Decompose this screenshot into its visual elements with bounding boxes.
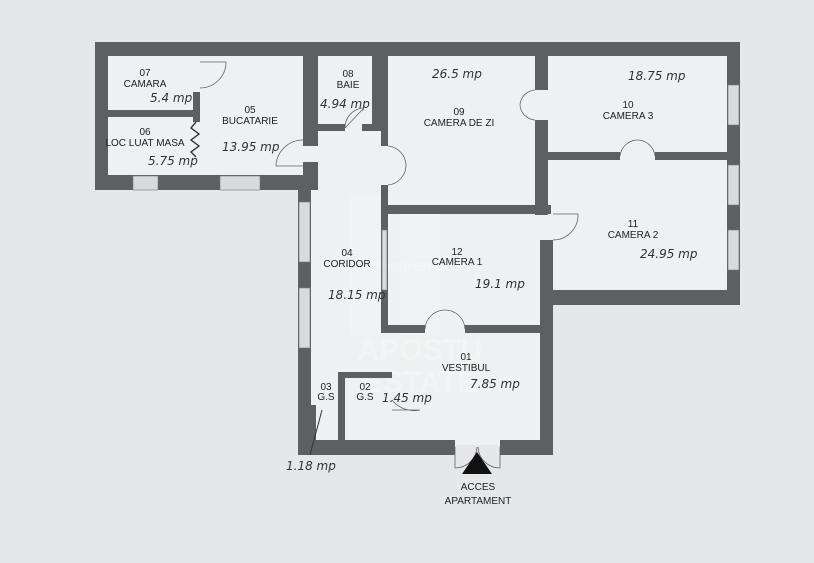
svg-text:12: 12 <box>451 247 463 258</box>
window <box>727 229 740 271</box>
svg-text:07: 07 <box>139 68 151 79</box>
svg-text:10: 10 <box>622 100 634 111</box>
svg-text:08: 08 <box>342 69 354 80</box>
svg-text:01: 01 <box>460 352 472 363</box>
svg-text:02: 02 <box>359 382 371 393</box>
window <box>381 229 388 291</box>
room-05: 05 BUCATARIE 13.95 mp <box>222 105 280 154</box>
room-12: 12 CAMERA 1 19.1 mp <box>432 247 526 291</box>
svg-text:CAMERA DE ZI: CAMERA DE ZI <box>424 118 495 129</box>
svg-text:09: 09 <box>453 107 465 118</box>
svg-text:VESTIBUL: VESTIBUL <box>442 363 491 374</box>
arrow-icon <box>309 409 323 456</box>
window <box>298 287 311 349</box>
svg-text:CORIDOR: CORIDOR <box>323 259 370 270</box>
svg-text:APOSTU ESTATE: APOSTU ESTATE <box>369 262 452 273</box>
svg-text:18.75 mp: 18.75 mp <box>628 69 686 83</box>
room-09: 09 CAMERA DE ZI 26.5 mp <box>424 67 495 129</box>
svg-text:18.15 mp: 18.15 mp <box>328 288 386 302</box>
svg-text:ESTATE: ESTATE <box>363 366 477 399</box>
svg-text:APOSTU: APOSTU <box>357 334 482 367</box>
room-02: 02 G.S 1.45 mp <box>356 382 432 405</box>
svg-text:03: 03 <box>320 382 332 393</box>
svg-text:06: 06 <box>139 127 151 138</box>
svg-text:5.4 mp: 5.4 mp <box>150 91 193 105</box>
svg-text:04: 04 <box>341 248 353 259</box>
room-04: 04 CORIDOR 18.15 mp <box>323 248 385 302</box>
room-10: 10 CAMERA 3 18.75 mp <box>603 69 686 122</box>
svg-text:24.95 mp: 24.95 mp <box>640 247 698 261</box>
window <box>132 175 159 191</box>
doors <box>189 61 656 469</box>
svg-text:CAMERA 2: CAMERA 2 <box>608 230 659 241</box>
svg-text:26.5 mp: 26.5 mp <box>432 67 482 81</box>
room-08: 08 BAIE 4.94 mp <box>320 69 370 111</box>
svg-text:1.45 mp: 1.45 mp <box>382 391 432 405</box>
svg-text:BUCATARIE: BUCATARIE <box>222 116 278 127</box>
svg-text:CAMERA 1: CAMERA 1 <box>432 257 483 268</box>
svg-text:ACCES: ACCES <box>461 482 496 493</box>
svg-text:13.95 mp: 13.95 mp <box>222 140 280 154</box>
svg-text:G.S: G.S <box>317 392 335 403</box>
room-03: 03 G.S 1.18 mp <box>286 382 336 473</box>
svg-text:LOC LUAT MASA: LOC LUAT MASA <box>105 138 184 149</box>
room-06: 06 LOC LUAT MASA 5.75 mp <box>105 127 198 168</box>
svg-text:7.85 mp: 7.85 mp <box>470 377 520 391</box>
svg-text:BAIE: BAIE <box>337 80 360 91</box>
window <box>298 201 311 263</box>
entrance-marker: ACCES APARTAMENT <box>445 452 512 507</box>
svg-text:4.94 mp: 4.94 mp <box>320 97 370 111</box>
window <box>219 175 261 191</box>
svg-text:1.18 mp: 1.18 mp <box>286 459 336 473</box>
room-07: 07 CAMARA 5.4 mp <box>124 68 193 105</box>
svg-text:G.S: G.S <box>356 392 374 403</box>
sliding-partition <box>189 121 201 158</box>
room-11: 11 CAMERA 2 24.95 mp <box>608 219 698 261</box>
svg-text:CAMERA 3: CAMERA 3 <box>603 111 654 122</box>
window <box>727 164 740 206</box>
svg-text:05: 05 <box>244 105 256 116</box>
floor-area <box>108 56 730 445</box>
window <box>727 84 740 126</box>
svg-text:19.1 mp: 19.1 mp <box>475 277 525 291</box>
svg-text:CAMARA: CAMARA <box>124 79 167 90</box>
room-01: 01 VESTIBUL 7.85 mp <box>442 352 520 391</box>
windows <box>132 84 740 349</box>
svg-text:11: 11 <box>628 219 639 230</box>
triangle-up-icon <box>462 452 492 474</box>
svg-text:APARTAMENT: APARTAMENT <box>445 496 512 507</box>
svg-text:5.75 mp: 5.75 mp <box>148 154 198 168</box>
walls <box>95 42 740 455</box>
